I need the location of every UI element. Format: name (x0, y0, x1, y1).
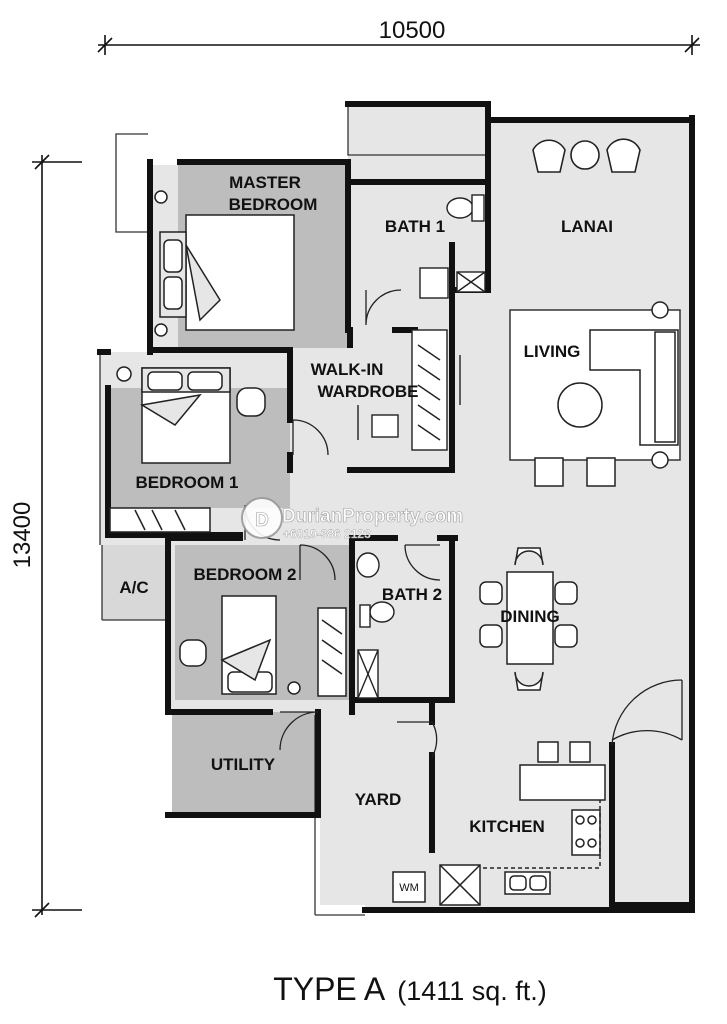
yard-door-panel (612, 740, 690, 910)
bath-2-fixtures (356, 552, 395, 699)
room-labels: MASTER BEDROOM BATH 1 LANAI WALK-IN WARD… (119, 173, 613, 894)
floor-lanai-ledge (350, 104, 486, 154)
dining-table (506, 571, 554, 665)
width-dimension: 10500 (379, 17, 446, 44)
washing-machine (392, 871, 426, 903)
watermark-logo-letter: D (255, 510, 269, 531)
label-bedroom-2: BEDROOM 2 (194, 565, 297, 584)
label-dining: DINING (500, 607, 560, 626)
label-bedroom-1: BEDROOM 1 (136, 473, 239, 492)
label-kitchen: KITCHEN (469, 817, 545, 836)
label-wm: WM (399, 882, 419, 894)
label-yard: YARD (355, 790, 402, 809)
label-master-bedroom-2: BEDROOM (229, 195, 318, 214)
label-living: LIVING (524, 342, 581, 361)
lanai-furniture (532, 138, 641, 173)
dimension-lines (32, 35, 700, 918)
lanai-chair-left (532, 139, 566, 173)
height-dimension: 13400 (9, 502, 36, 569)
floor-left-ledge (116, 134, 148, 232)
kitchen-hob (571, 809, 601, 856)
dining-furniture (479, 547, 578, 691)
watermark-phone: +6019-386 2123 (283, 527, 371, 541)
label-bath-2: BATH 2 (382, 585, 442, 604)
plan-title: TYPE A (1411 sq. ft.) (273, 971, 547, 1007)
master-bedroom-furniture (154, 190, 295, 337)
walls (97, 101, 695, 913)
label-walk-in-2: WARDROBE (317, 382, 418, 401)
watermark: D DurianProperty.com +6019-386 2123 (241, 497, 464, 541)
bath-1-toilet (446, 197, 474, 219)
watermark-brand: DurianProperty.com (282, 506, 463, 527)
label-master-bedroom-1: MASTER (229, 173, 301, 192)
ac-ledge (102, 545, 166, 620)
wardrobe-furniture (357, 329, 461, 451)
lanai-chair-right (606, 138, 641, 173)
bedroom-1-furniture (109, 366, 266, 533)
label-lanai: LANAI (561, 217, 613, 236)
label-ac: A/C (119, 578, 148, 597)
kitchen-furniture (392, 741, 606, 906)
bath-1-toilet-tank (471, 194, 485, 222)
living-furniture (534, 301, 679, 487)
bath-1-shower (419, 267, 449, 299)
lanai-table (570, 140, 600, 170)
label-walk-in-1: WALK-IN (311, 360, 384, 379)
label-utility: UTILITY (211, 755, 276, 774)
bedroom-2-furniture (179, 595, 347, 697)
bath-1-fixtures (419, 194, 486, 299)
watermark-logo-icon (241, 497, 283, 539)
coffee-table (557, 382, 603, 428)
kitchen-island (519, 764, 606, 801)
label-bath-1: BATH 1 (385, 217, 445, 236)
